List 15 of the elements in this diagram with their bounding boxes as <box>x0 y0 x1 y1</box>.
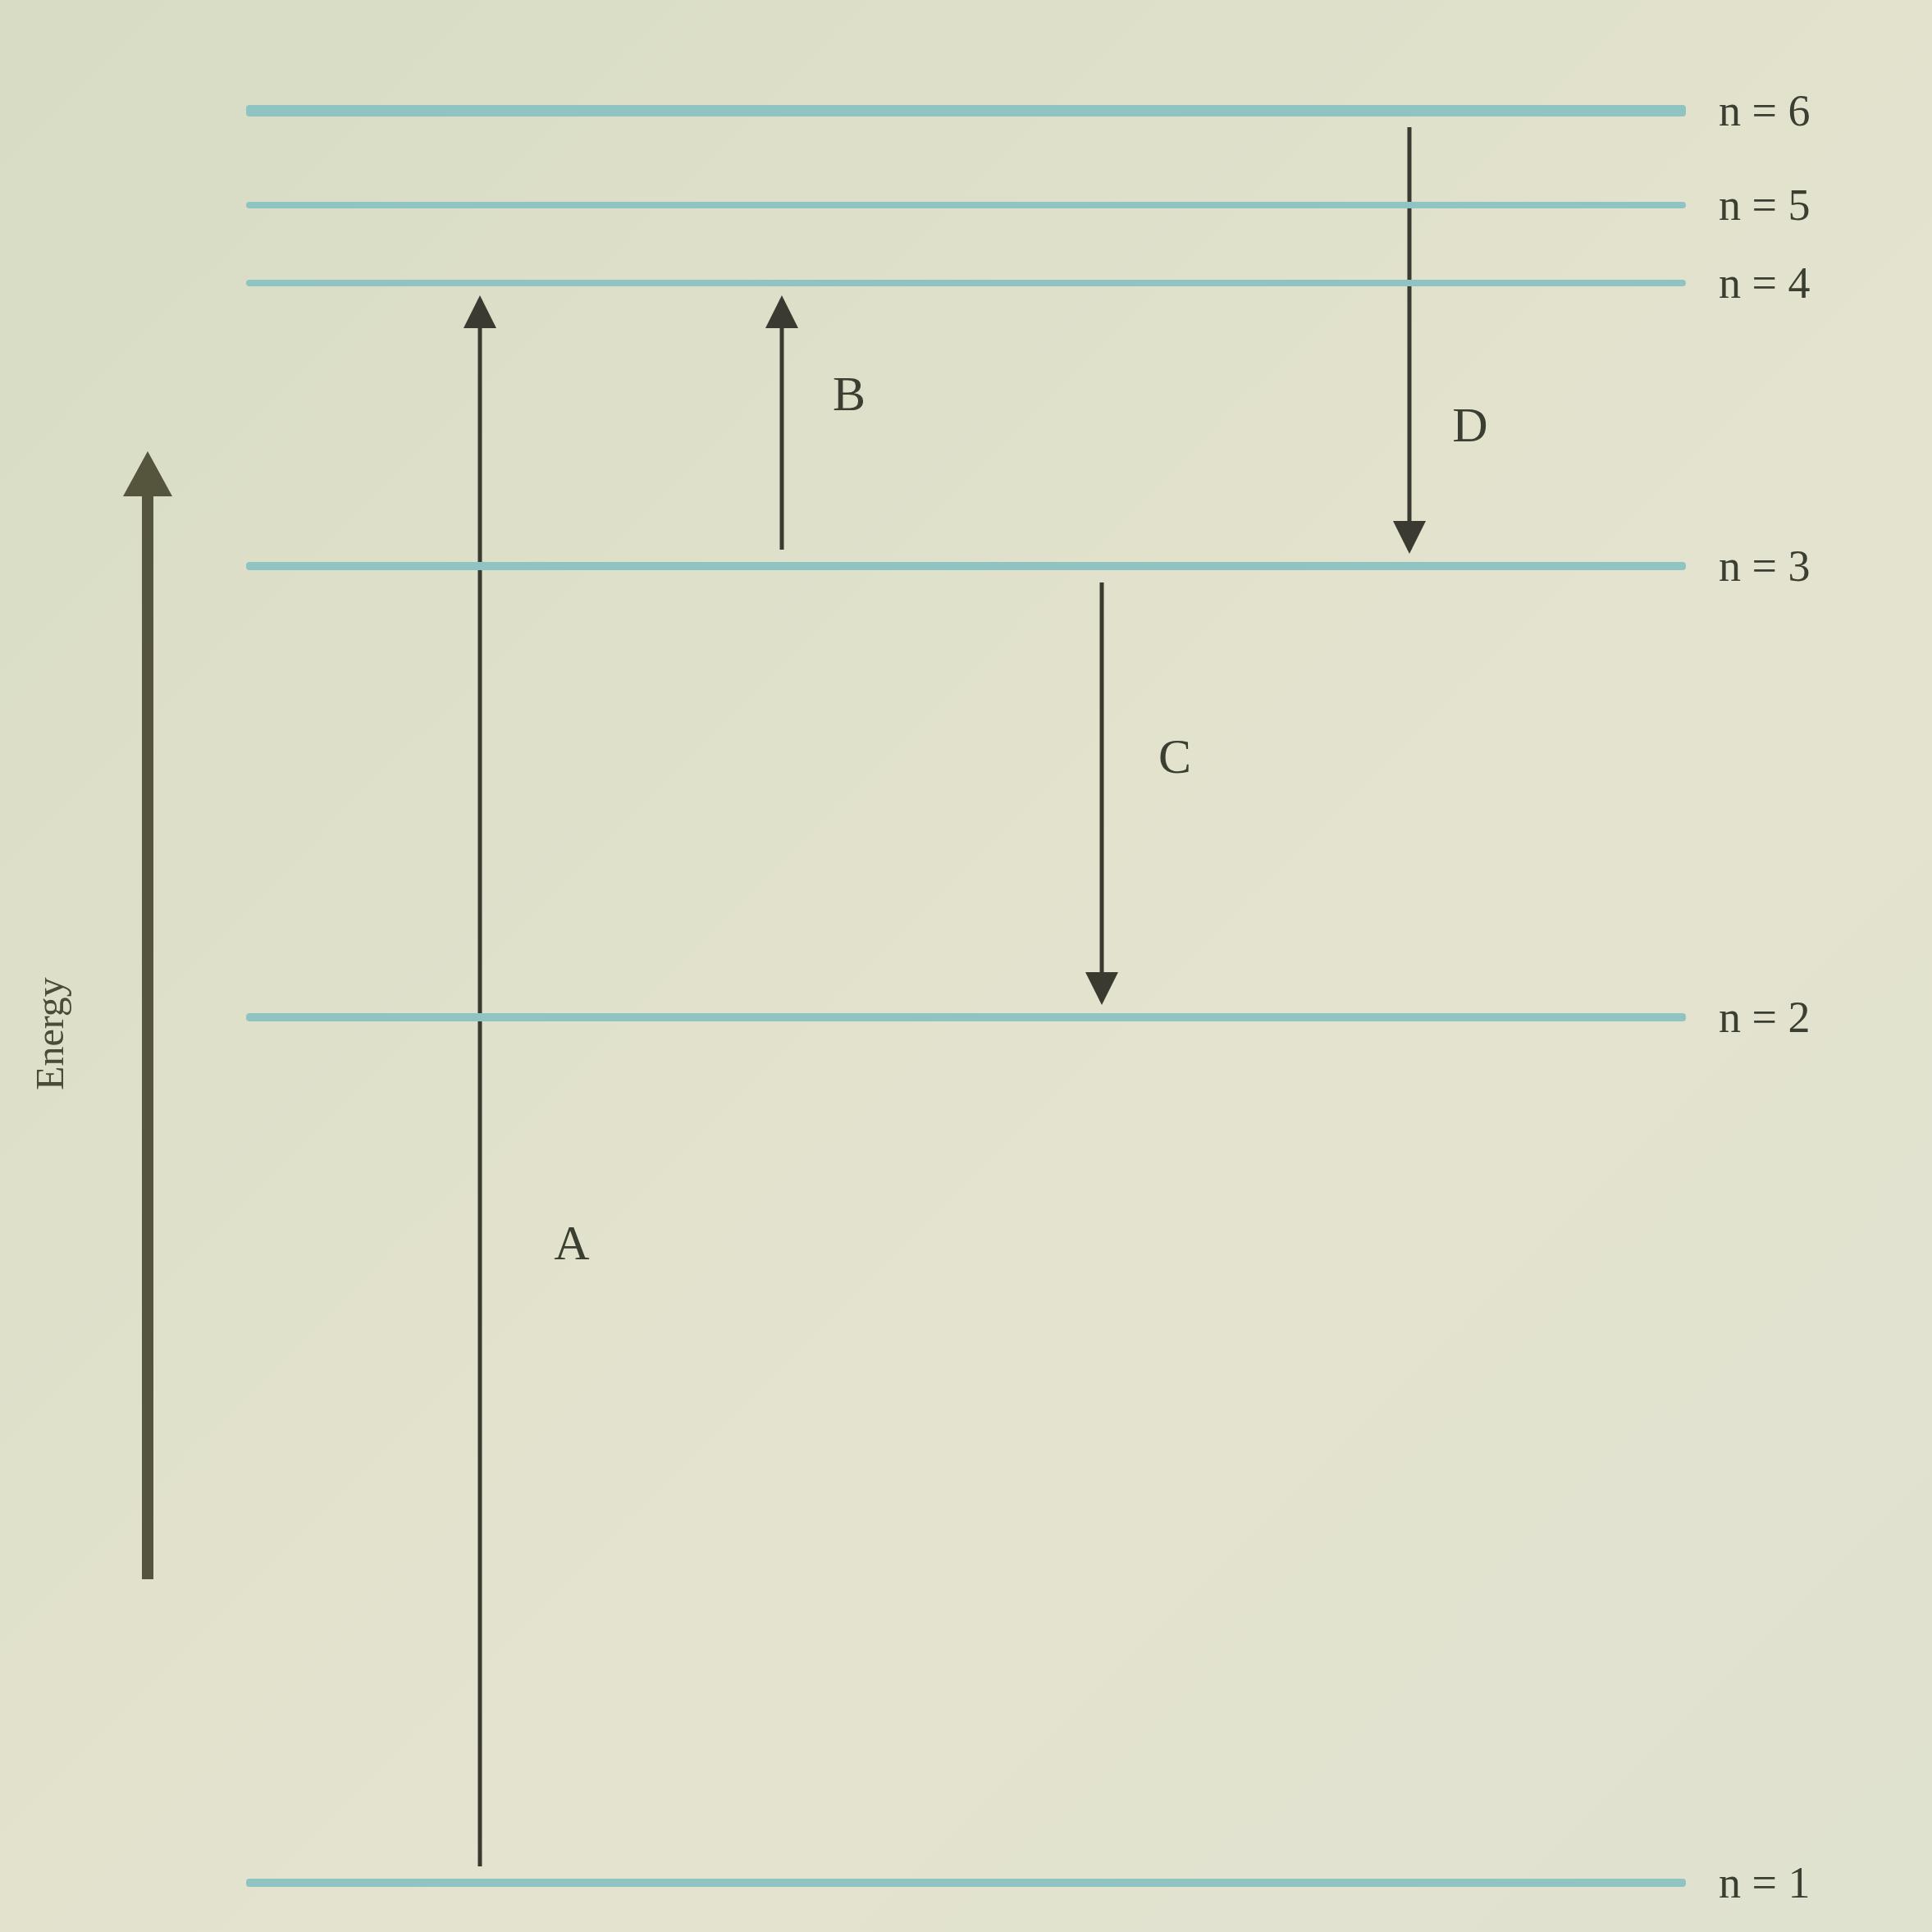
transition-arrow <box>1393 127 1426 554</box>
transition-arrow <box>765 295 798 550</box>
edge-label: C <box>1158 728 1191 785</box>
edge-label: B <box>833 365 866 422</box>
level-label: n = 4 <box>1718 258 1811 308</box>
edge-label: A <box>554 1214 590 1272</box>
transition-arrow <box>464 295 496 1866</box>
edge-label: D <box>1452 396 1488 454</box>
level-label: n = 6 <box>1718 85 1811 136</box>
level-label: n = 2 <box>1718 992 1811 1043</box>
level-label: n = 1 <box>1718 1857 1811 1908</box>
transition-arrow <box>1085 582 1118 1005</box>
level-label: n = 3 <box>1718 541 1811 591</box>
axis-label: Energy <box>26 977 72 1090</box>
level-label: n = 5 <box>1718 180 1811 231</box>
